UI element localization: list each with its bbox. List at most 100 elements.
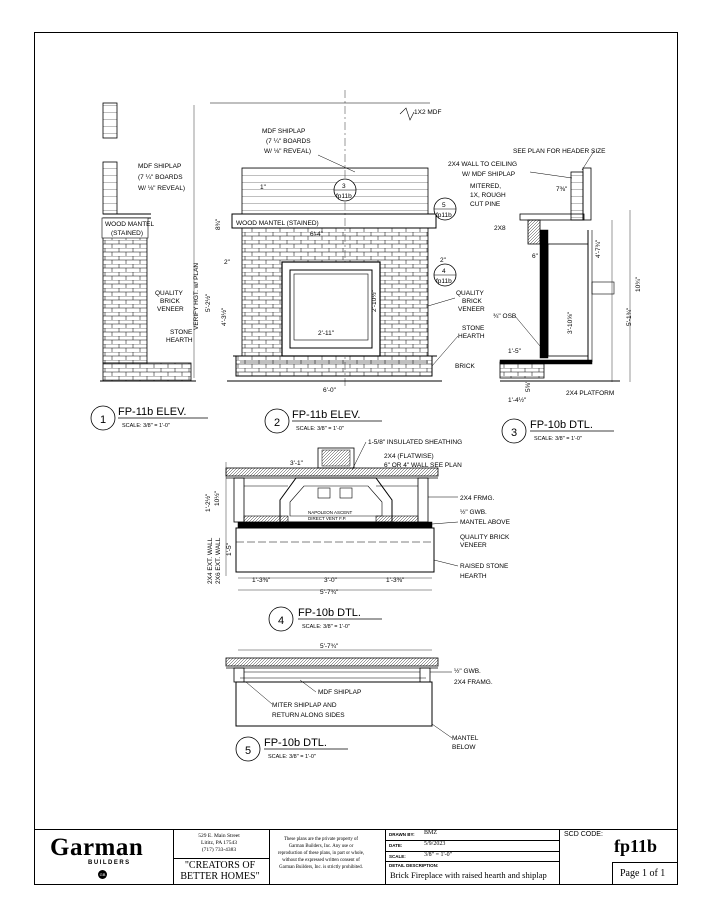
label-see-plan: SEE PLAN FOR HEADER SIZE: [513, 148, 606, 155]
view-1-scale: SCALE: 3/8" = 1'-0": [122, 423, 170, 429]
label-wall-see-plan: 6" OR 4" WALL SEE PLAN: [384, 462, 462, 469]
dim-5-5-8: 5⅝": [525, 380, 532, 392]
label-brick-veneer-2: VENEER: [460, 542, 487, 549]
dim-2-11: 2'-11": [318, 330, 335, 337]
dim-1-3-3-8-b: 1'-3⅜": [386, 577, 405, 584]
dim-8-3-4: 8¾": [215, 218, 222, 230]
label-flatwise: 2X4 (FLATWISE): [384, 453, 434, 460]
scd-code-label: SCD CODE:: [564, 831, 603, 838]
marker-4-sheet: fp11b: [436, 278, 452, 285]
section-marker-4: 4 fp11b: [433, 263, 457, 287]
label-framing-2: 2X4 FRAMG.: [454, 679, 493, 686]
marker-4-num: 4: [442, 268, 446, 275]
view-2-scale: SCALE: 3/8" = 1'-0": [296, 426, 344, 432]
label-wood-mantel-2: (STAINED): [111, 230, 143, 237]
view-5-labels: 5'-7¾" ½" GWB. 2X4 FRAMG. MDF SHIPLAP MI…: [245, 643, 493, 751]
label-wood-mantel-center: WOOD MANTEL (STAINED): [236, 220, 319, 227]
dim-2-left: 2": [224, 259, 231, 266]
label-brick-2b: BRICK: [462, 298, 483, 305]
address-line-2: Lititz, PA 17543: [200, 840, 237, 846]
label-1x2-mdf: 1X2 MDF: [414, 109, 441, 116]
address-line-3: (717) 733-4383: [201, 847, 237, 853]
label-mdf-shiplap-5: MDF SHIPLAP: [318, 689, 361, 696]
view-1-labels: MDF SHIPLAP (7 ¼" BOARDS W/ ⅛" REVEAL) W…: [101, 163, 200, 344]
dim-10-5: 10½": [213, 490, 221, 506]
label-napoleon-2: DIRECT VENT F.P.: [308, 516, 346, 521]
marker-3-sheet: fp11b: [336, 193, 352, 200]
label-platform: 2X4 PLATFORM: [566, 390, 614, 397]
view-3-section: [499, 167, 631, 382]
label-gwb-2: ½" GWB.: [454, 667, 481, 675]
brand-mark-icon: GB: [98, 870, 107, 879]
page-number: Page 1 of 1: [620, 868, 666, 879]
dim-1-3-3-8: 1'-3⅜": [252, 577, 271, 584]
dim-6-0: 6'-0": [323, 387, 337, 394]
view-4-scale: SCALE: 3/8" = 1'-0": [302, 624, 350, 630]
label-brick-2c: VENEER: [458, 306, 485, 313]
marker-5-sheet: fp11b: [436, 212, 452, 219]
view-title-2: 2 FP-11b ELEV. SCALE: 3/8" = 1'-0": [264, 408, 382, 434]
view-5-title: FP-10b DTL.: [264, 737, 327, 749]
view-5-plan: [225, 649, 439, 727]
dim-10-3-4: 10¾": [635, 276, 642, 292]
label-stone-1a: STONE: [170, 329, 193, 336]
label-mitered-3: CUT PINE: [470, 201, 501, 208]
scd-cell: SCD CODE: fp11b Page 1 of 1: [560, 830, 678, 884]
scale-label: SCALE:: [389, 854, 406, 859]
dim-1-5: 1'-5": [508, 348, 522, 355]
label-stone-2b: HEARTH: [458, 333, 485, 340]
dim-4-7-3-4: 4'-7¾": [595, 239, 602, 258]
view-3-number: 3: [511, 427, 517, 439]
label-miter-2: RETURN ALONG SIDES: [272, 712, 345, 719]
dim-1-4-5: 1'-4½": [508, 396, 527, 404]
dim-7-3-8: 7⅜": [556, 186, 568, 193]
dim-2-right: 2": [440, 257, 447, 264]
label-left-shiplap-3: W/ ⅛" REVEAL): [138, 185, 185, 192]
label-ext-wall-2: 2X6 EXT. WALL: [215, 537, 222, 584]
dim-6-4: 6'-4": [310, 231, 324, 238]
brand-sub: BUILDERS: [88, 860, 131, 866]
section-marker-3: 3 fp11b: [333, 178, 357, 202]
dim-5-2-5: 5'-2½": [204, 293, 212, 312]
view-title-4: 4 FP-10b DTL. SCALE: 3/8" = 1'-0": [268, 606, 382, 632]
date-value: 5/9/2023: [424, 841, 446, 847]
dim-1-2-5: 1'-2½": [204, 493, 212, 512]
dim-3-0: 3'-0": [324, 577, 338, 584]
dim-2-10-5: 2'-10½": [370, 289, 378, 312]
dim-4-3-5: 4'-3½": [220, 307, 228, 326]
company-address: 529 E. Main Street Lititz, PA 17543 (717…: [178, 833, 260, 854]
detail-label: DETAIL DESCRIPTION:: [389, 863, 439, 868]
title-block: Garman BUILDERS GB 529 E. Main Street Li…: [34, 829, 678, 885]
label-left-shiplap-1: MDF SHIPLAP: [138, 163, 181, 170]
dim-1-5-b: 1'-5": [226, 542, 233, 556]
view-5-scale: SCALE: 3/8" = 1'-0": [268, 754, 316, 760]
label-mantel-below-2: BELOW: [452, 744, 476, 751]
label-brick-1b: BRICK: [160, 298, 181, 305]
label-insulated: 1-5/8" INSULATED SHEATHING: [368, 439, 462, 446]
brand-logo: Garman: [50, 834, 144, 861]
detail-description: Brick Fireplace with raised hearth and s…: [390, 870, 547, 880]
label-raised-stone-1: RAISED STONE: [460, 563, 509, 570]
drawn-by-value: BMZ: [424, 830, 438, 836]
label-framing: 2X4 FRMG.: [460, 495, 495, 502]
label-mantel-below-1: MANTEL: [452, 735, 479, 742]
notice-cell: These plans are the private property of …: [270, 830, 386, 884]
scale-value: 3/8" = 1'-0": [424, 852, 453, 858]
drawn-by-label: DRAWN BY:: [389, 832, 415, 837]
view-2-labels: 1X2 MDF MDF SHIPLAP (7 ¼" BOARDS W/ ⅛" R…: [204, 107, 485, 394]
view-5-number: 5: [245, 745, 251, 757]
label-stone-2a: STONE: [462, 325, 485, 332]
info-cell: DRAWN BY: BMZ DATE: 5/9/2023 SCALE: 3/8"…: [386, 830, 560, 884]
section-marker-5: 5 fp11b: [433, 197, 457, 221]
label-mdf-shiplap-3: W/ ⅛" REVEAL): [264, 148, 311, 155]
view-3-labels: SEE PLAN FOR HEADER SIZE 2X4 WALL TO CEI…: [448, 148, 642, 404]
label-raised-stone-2: HEARTH: [460, 573, 487, 580]
date-label: DATE:: [389, 843, 403, 848]
slogan-line-1: "CREATORS OF: [184, 860, 256, 871]
view-2-number: 2: [274, 417, 280, 429]
address-cell: 529 E. Main Street Lititz, PA 17543 (717…: [174, 830, 270, 884]
view-4-labels: 1-5/8" INSULATED SHEATHING 2X4 (FLATWISE…: [204, 439, 511, 596]
dim-6: 6": [532, 253, 539, 260]
dim-5-7-3-4: 5'-7¾": [320, 589, 339, 596]
